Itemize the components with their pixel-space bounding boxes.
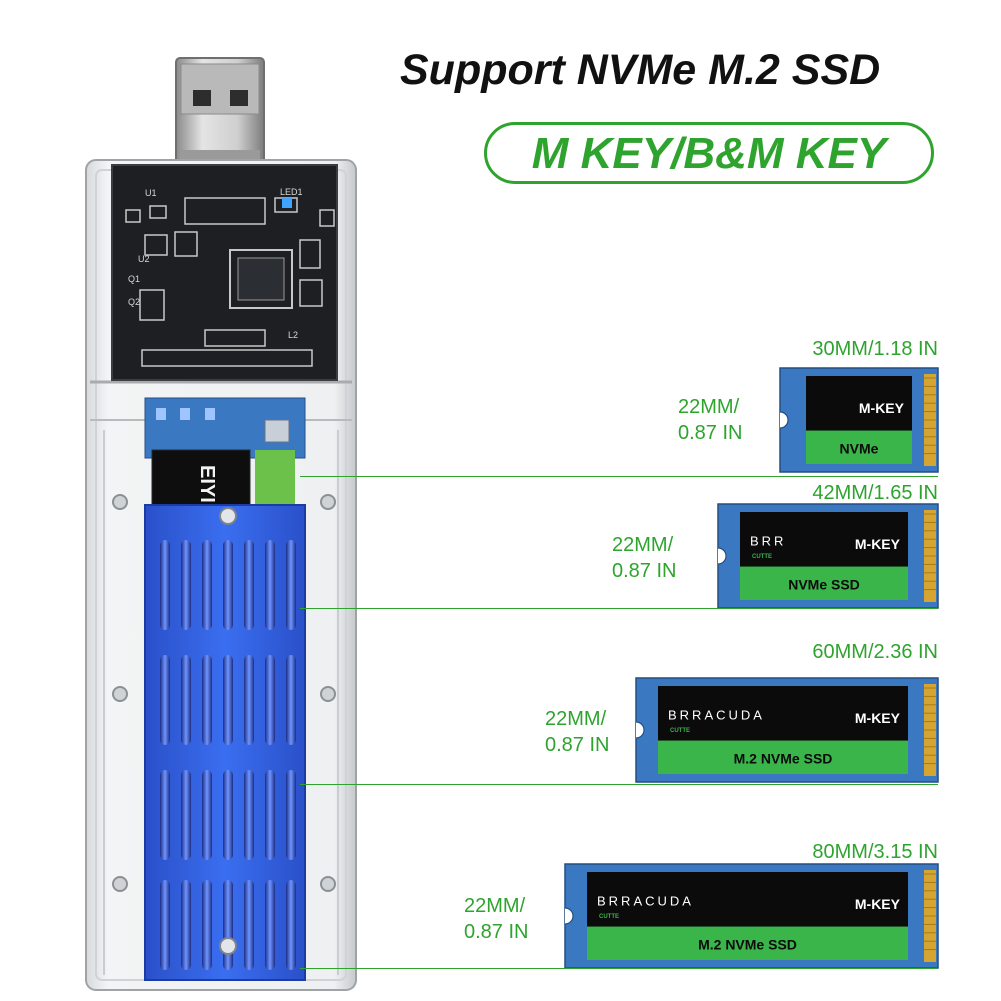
svg-text:LED1: LED1	[280, 187, 303, 197]
ssd-42-width-label: 22MM/0.87 IN	[612, 534, 677, 582]
controller-board: LED1 U1 U2 Q1 Q2 L2	[111, 164, 338, 381]
heatsink-fin	[202, 540, 212, 630]
heatsink-fin	[265, 540, 275, 630]
heatsink	[144, 504, 306, 981]
heatsink-fin	[181, 770, 191, 860]
heatsink-fin	[223, 655, 233, 745]
ssd-brand-tag: CUTTE	[670, 728, 690, 734]
svg-text:L2: L2	[288, 330, 298, 340]
heatsink-fin	[202, 880, 212, 970]
ssd-card: M-KEY NVMe	[779, 367, 939, 473]
heatsink-fin	[265, 655, 275, 745]
heatsink-fin	[286, 540, 296, 630]
ssd-mount-notch	[564, 907, 574, 925]
key-type-badge: M KEY/B&M KEY	[484, 122, 934, 184]
ssd-label-green	[740, 566, 908, 600]
heatsink-fin	[244, 880, 254, 970]
ssd-product-label: NVMe SSD	[788, 576, 860, 592]
key-type-badge-label: M KEY/B&M KEY	[531, 129, 887, 178]
svg-text:U2: U2	[138, 254, 150, 264]
heatsink-fin	[160, 770, 170, 860]
ssd-brand: BRRACUDA	[597, 893, 694, 908]
guide-line-30	[300, 476, 938, 477]
ssd-80-width-label: 22MM/0.87 IN	[464, 895, 529, 943]
ssd-key-label: M-KEY	[855, 710, 901, 726]
heatsink-fin	[244, 540, 254, 630]
guide-line-42	[300, 608, 938, 609]
heatsink-fin	[244, 770, 254, 860]
ssd-label-green	[806, 430, 912, 464]
ssd-60-length-label: 60MM/2.36 IN	[812, 641, 938, 663]
screw-icon	[112, 494, 336, 955]
heatsink-fin	[223, 540, 233, 630]
ssd-product-label: M.2 NVMe SSD	[734, 750, 833, 766]
guide-line-60	[300, 784, 938, 785]
guide-line-80	[300, 968, 938, 969]
heatsink-fin	[202, 770, 212, 860]
ssd-mount-notch	[779, 411, 789, 429]
heatsink-fin	[244, 655, 254, 745]
ssd-brand-tag: CUTTE	[752, 554, 772, 560]
ssd-card: BRR CUTTE M-KEY NVMe SSD	[717, 503, 939, 609]
ssd-30-length-label: 30MM/1.18 IN	[812, 338, 938, 360]
svg-text:U1: U1	[145, 188, 157, 198]
ssd-key-label: M-KEY	[855, 896, 901, 912]
svg-text:Q1: Q1	[128, 274, 140, 284]
svg-text:EIYI: EIYI	[196, 465, 218, 503]
heatsink-fin	[265, 770, 275, 860]
heatsink-fin	[286, 880, 296, 970]
heatsink-fin	[223, 770, 233, 860]
ssd-product-label: NVMe	[840, 440, 879, 456]
ssd-brand: BRRACUDA	[668, 707, 765, 722]
usb-a-connector-icon	[175, 57, 265, 169]
ssd-80-length-label: 80MM/3.15 IN	[812, 841, 938, 863]
ssd-card: BRRACUDA CUTTE M-KEY M.2 NVMe SSD	[564, 863, 939, 969]
ssd-product-label: M.2 NVMe SSD	[698, 936, 797, 952]
ssd-key-label: M-KEY	[855, 536, 901, 552]
page-title: Support NVMe M.2 SSD	[400, 46, 881, 94]
heatsink-fin	[286, 655, 296, 745]
ssd-card: BRRACUDA CUTTE M-KEY M.2 NVMe SSD	[635, 677, 939, 783]
heatsink-fin	[181, 540, 191, 630]
ssd-30-width-label: 22MM/0.87 IN	[678, 396, 743, 444]
ssd-mount-notch	[635, 721, 645, 739]
ssd-label-green	[658, 740, 908, 774]
ssd-key-label: M-KEY	[859, 400, 905, 416]
ssd-brand-tag: CUTTE	[599, 914, 619, 920]
heatsink-fin	[160, 655, 170, 745]
svg-text:Q2: Q2	[128, 297, 140, 307]
ssd-mount-notch	[717, 547, 727, 565]
ssd-60-width-label: 22MM/0.87 IN	[545, 708, 610, 756]
heatsink-fin	[223, 880, 233, 970]
ssd-42-length-label: 42MM/1.65 IN	[812, 482, 938, 504]
m2-adapter-board: EIYI	[144, 397, 306, 507]
ssd-label-green	[587, 926, 908, 960]
heatsink-fin	[160, 540, 170, 630]
heatsink-fin	[181, 655, 191, 745]
heatsink-fin	[265, 880, 275, 970]
ssd-brand: BRR	[750, 533, 786, 548]
heatsink-fin	[181, 880, 191, 970]
heatsink-fin	[202, 655, 212, 745]
heatsink-fin	[286, 770, 296, 860]
heatsink-fin	[160, 880, 170, 970]
